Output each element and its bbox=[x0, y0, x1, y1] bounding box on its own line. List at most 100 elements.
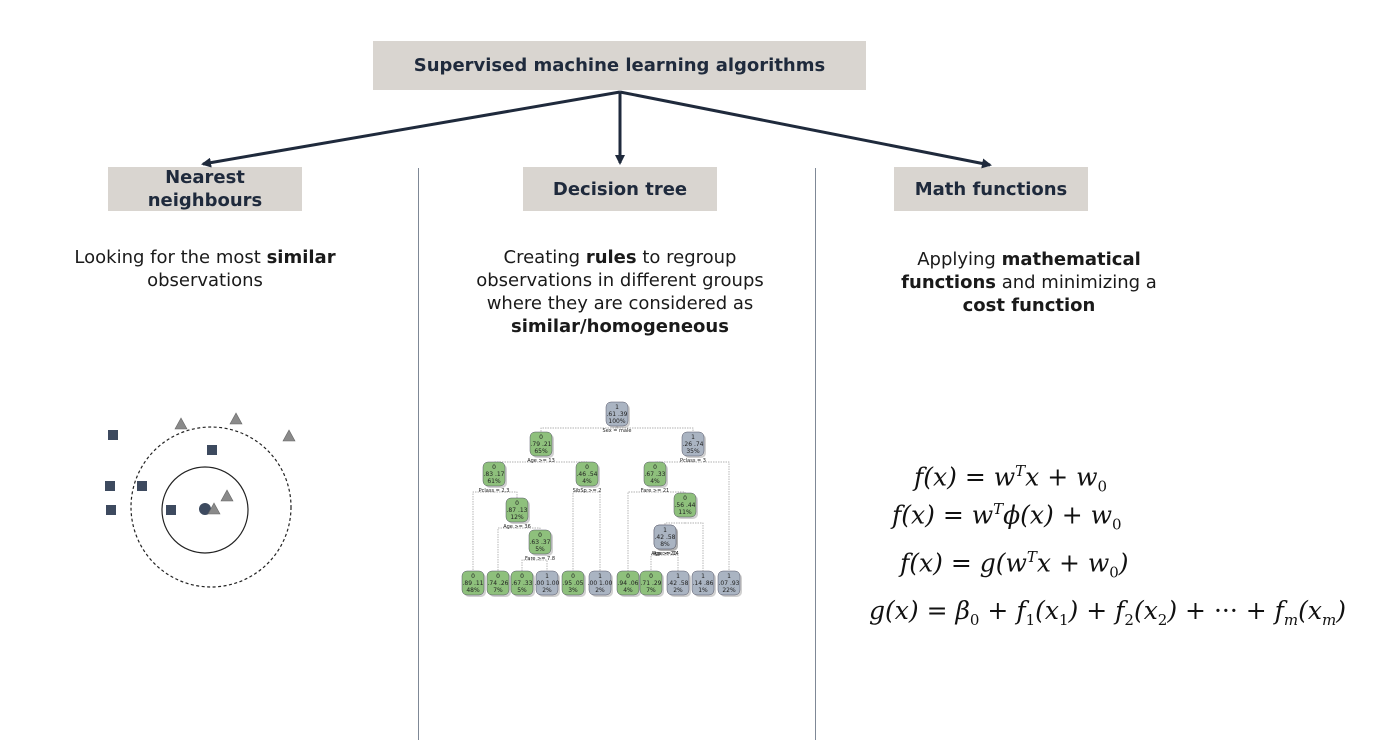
tree-leaf-node: 1.42 .582% bbox=[666, 570, 691, 597]
tree-edge bbox=[497, 527, 517, 571]
triangle-marker bbox=[220, 489, 234, 502]
node-label: .79 .21 bbox=[531, 441, 552, 448]
square-marker bbox=[108, 430, 118, 440]
knn-inner-circle bbox=[161, 466, 249, 554]
hierarchy-arrows bbox=[201, 90, 992, 169]
node-box bbox=[691, 570, 715, 596]
title-box: Supervised machine learning algorithms bbox=[373, 41, 866, 90]
node-box bbox=[717, 570, 741, 596]
node-label: .42 .58 bbox=[655, 534, 676, 541]
node-label: 7% bbox=[646, 587, 656, 594]
desc-emphasis: mathematical bbox=[1001, 249, 1141, 270]
tree-edge bbox=[521, 559, 540, 571]
tree-leaf-node: 0.74 .267% bbox=[486, 570, 511, 597]
node-label: 61% bbox=[487, 478, 501, 485]
arrow-to-math-functions bbox=[619, 90, 992, 169]
tree-edge bbox=[494, 491, 518, 498]
desc-text: where they are considered as bbox=[486, 293, 754, 314]
tree-internal-node: 0.46 .544%SibSp >= 2 bbox=[573, 461, 602, 494]
node-label: 0 bbox=[496, 573, 500, 580]
desc-text: to regroup bbox=[636, 247, 737, 268]
desc-emphasis: cost function bbox=[962, 295, 1096, 316]
square-marker bbox=[207, 445, 217, 455]
node-label: .00 1.00 bbox=[588, 580, 613, 587]
node-box bbox=[588, 570, 612, 596]
node-label: .67 .33 bbox=[512, 580, 533, 587]
desc-text: and minimizing a bbox=[995, 272, 1157, 293]
tree-leaf-node: 0.71 .297% bbox=[639, 570, 664, 597]
heading-decision-tree: Decision tree bbox=[523, 167, 717, 211]
node-label: 65% bbox=[534, 448, 548, 455]
node-box bbox=[616, 570, 640, 596]
arrow-to-nearest-neighbours bbox=[201, 90, 621, 168]
node-label: 1 bbox=[545, 573, 549, 580]
split-label: Pclass = 3 bbox=[680, 458, 706, 464]
desc-math-functions: Applying mathematical functions and mini… bbox=[864, 248, 1194, 317]
node-label: 0 bbox=[571, 573, 575, 580]
heading-line-2: neighbours bbox=[147, 190, 263, 211]
node-box bbox=[505, 497, 529, 523]
node-box bbox=[639, 570, 663, 596]
desc-emphasis: rules bbox=[585, 247, 637, 268]
node-label: 5% bbox=[517, 587, 527, 594]
desc-text: observations bbox=[147, 270, 263, 291]
desc-emphasis: similar/homogeneous bbox=[511, 316, 729, 337]
formula-linear: f(x) = wTx + w0 bbox=[914, 462, 1108, 496]
node-label: .71 .29 bbox=[641, 580, 662, 587]
split-label: Age >= 36 bbox=[503, 524, 531, 530]
node-label: 0 bbox=[653, 464, 657, 471]
heading-nearest-neighbours: Nearest neighbours bbox=[108, 167, 302, 211]
formula-gam: g(x) = β0 + f1(x1) + f2(x2) + ··· + fm(x… bbox=[869, 596, 1346, 629]
tree-leaf-node: 1.00 1.002% bbox=[535, 570, 560, 597]
node-label: 48% bbox=[466, 587, 480, 594]
tree-edge bbox=[655, 491, 686, 493]
split-label: Fare >= 7.8 bbox=[525, 556, 555, 562]
tree-leaf-node: 1.00 1.002% bbox=[588, 570, 613, 597]
desc-text: Creating bbox=[503, 247, 586, 268]
node-label: 1 bbox=[615, 404, 619, 411]
column-divider-left bbox=[418, 168, 419, 740]
tree-edge bbox=[650, 554, 665, 571]
node-box bbox=[575, 461, 599, 487]
split-label: Fare >= 21 bbox=[641, 488, 669, 494]
node-box bbox=[486, 570, 510, 596]
node-label: 0 bbox=[520, 573, 524, 580]
tree-edges bbox=[472, 426, 730, 571]
node-label: .67 .33 bbox=[645, 471, 666, 478]
desc-emphasis: functions bbox=[901, 272, 996, 293]
node-box bbox=[653, 524, 677, 550]
column-divider-right bbox=[815, 168, 816, 740]
tree-edge bbox=[540, 426, 618, 432]
node-label: 0 bbox=[538, 532, 542, 539]
node-label: 1 bbox=[663, 527, 667, 534]
square-marker bbox=[166, 505, 176, 515]
tree-edge bbox=[587, 491, 601, 571]
node-label: 1 bbox=[727, 573, 731, 580]
tree-edge bbox=[517, 527, 541, 530]
node-label: 3% bbox=[568, 587, 578, 594]
node-label: 0 bbox=[585, 464, 589, 471]
node-box bbox=[535, 570, 559, 596]
triangle-marker bbox=[282, 429, 296, 442]
tree-internal-node: 0.63 .375%Fare >= 7.8 bbox=[525, 529, 555, 562]
desc-text: observations in different groups bbox=[476, 270, 764, 291]
node-label: 0 bbox=[683, 495, 687, 502]
node-label: 0 bbox=[626, 573, 630, 580]
tree-internal-node: 0.67 .334%Fare >= 21 bbox=[641, 461, 669, 494]
node-box bbox=[510, 570, 534, 596]
node-label: 4% bbox=[582, 478, 592, 485]
node-box bbox=[461, 570, 485, 596]
node-label: 1 bbox=[598, 573, 602, 580]
node-label: 1 bbox=[691, 434, 695, 441]
node-label: .94 .06 bbox=[618, 580, 639, 587]
node-label: 7% bbox=[493, 587, 503, 594]
split-label: SibSp >= 2 bbox=[573, 488, 602, 494]
node-label: 0 bbox=[492, 464, 496, 471]
node-box bbox=[605, 401, 629, 427]
node-box bbox=[673, 492, 697, 518]
node-label: .07 .93 bbox=[719, 580, 740, 587]
